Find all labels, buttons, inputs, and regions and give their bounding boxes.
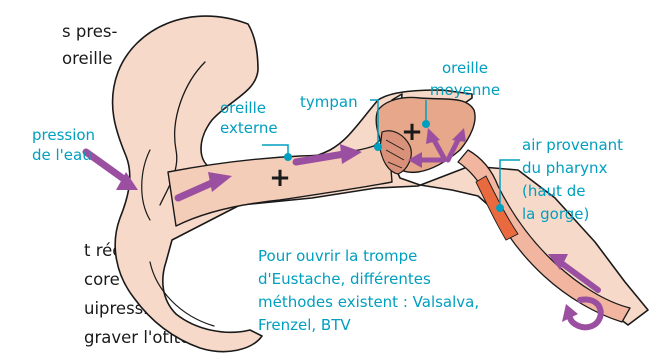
pressure-plus-canal: + — [269, 163, 291, 193]
dot-oreille-externe — [284, 153, 292, 161]
label-line: d'Eustache, différentes — [258, 269, 431, 289]
label-line: pression — [32, 125, 95, 145]
label-line: oreille — [220, 98, 266, 118]
label-line: Pour ouvrir la trompe — [258, 246, 417, 266]
label-line: la gorge) — [522, 204, 589, 224]
label-line: externe — [220, 118, 278, 138]
pressure-plus-middle: + — [401, 117, 423, 147]
label-line: du pharynx — [522, 158, 607, 178]
label-line: de l'eau — [32, 145, 92, 165]
dot-air-pharynx — [496, 204, 504, 212]
dot-oreille-moyenne — [422, 120, 430, 128]
label-tympan: tympan — [300, 92, 358, 112]
dot-tympan — [374, 143, 382, 151]
label-line: air provenant — [522, 135, 623, 155]
leader-oreille-externe — [262, 145, 288, 156]
label-line: Frenzel, BTV — [258, 315, 351, 335]
label-line: oreille — [420, 58, 510, 78]
label-line: (haut de — [522, 181, 585, 201]
label-line: méthodes existent : Valsalva, — [258, 292, 479, 312]
label-line: moyenne — [420, 80, 510, 100]
